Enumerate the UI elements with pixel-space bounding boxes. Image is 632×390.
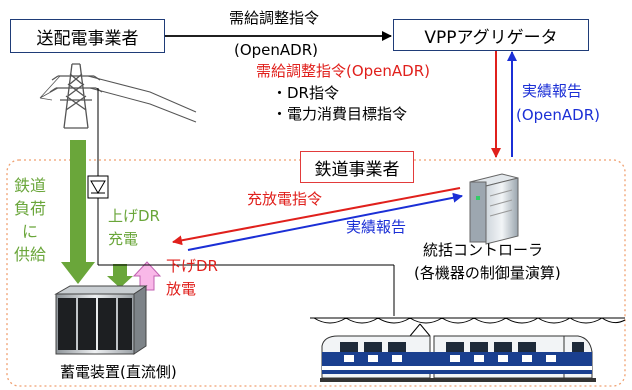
controller-label: 統括コントローラ — [423, 241, 544, 259]
charge-label: 充電 — [108, 230, 139, 248]
charge-arrow — [107, 264, 133, 288]
railway-supply-line2: 負荷 — [14, 199, 47, 218]
report-top-label: 実績報告 — [522, 82, 583, 100]
supply-arrow — [61, 140, 95, 284]
controller-sublabel: (各機器の制御量演算) — [414, 264, 561, 282]
power-pylon-icon — [39, 63, 197, 129]
railway-supply-line1: 鉄道 — [14, 176, 47, 195]
utility-box: 送配電事業者 — [10, 19, 165, 53]
aggregator-box: VPPアグリゲータ — [393, 19, 589, 51]
down-dr-label: 下げDR — [166, 257, 218, 275]
discharge-label: 放電 — [166, 280, 197, 298]
dispatch-item-dr: ・DR指令 — [272, 84, 339, 102]
diode-symbol-icon — [87, 175, 109, 199]
railway-operator-box: 鉄道事業者 — [300, 151, 414, 183]
railway-supply-line4: 供給 — [14, 245, 47, 264]
report-top-protocol: (OpenADR) — [516, 106, 601, 124]
dispatch-item-target: ・電力消費目標指令 — [272, 105, 408, 123]
discharge-arrow — [132, 261, 162, 291]
charge-command-arrow — [172, 187, 461, 246]
storage-label: 蓄電装置(直流側) — [60, 363, 177, 381]
report-bottom-label: 実績報告 — [346, 218, 407, 236]
report-bottom-arrow — [187, 192, 463, 251]
catenary — [310, 317, 626, 337]
top-link-label: 需給調整指令 — [229, 9, 320, 27]
server-tower-icon — [469, 173, 519, 245]
dispatch-title: 需給調整指令(OpenADR) — [256, 62, 431, 80]
up-dr-label: 上げDR — [108, 207, 160, 225]
battery-cabinet-icon — [54, 285, 148, 355]
top-link-protocol: (OpenADR) — [234, 41, 319, 59]
train-icon — [320, 335, 596, 382]
charge-command-label: 充放電指令 — [247, 190, 323, 208]
railway-supply-line3: に — [22, 222, 39, 241]
